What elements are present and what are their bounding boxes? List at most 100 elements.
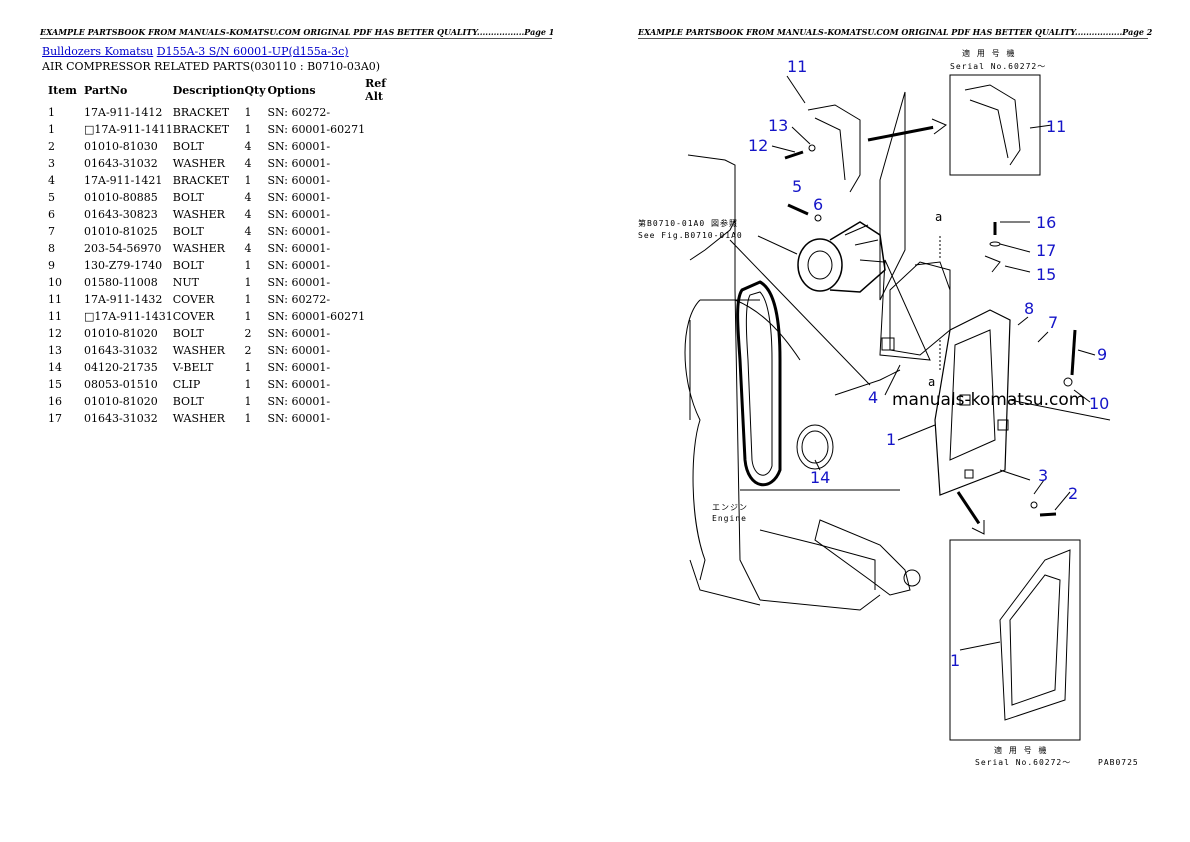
cell-item: 7: [48, 225, 55, 238]
cell-options: SN: 60001-: [267, 327, 331, 340]
cell-item: 13: [48, 344, 62, 357]
callout-11: 11: [787, 57, 808, 76]
arrow-to-top-inset: [867, 124, 941, 142]
page-code: PAB0725: [1098, 758, 1139, 767]
page2-header: EXAMPLE PARTSBOOK FROM MANUALS-KOMATSU.C…: [638, 27, 1153, 39]
cell-description: BRACKET: [172, 106, 230, 119]
cell-description: NUT: [172, 276, 199, 289]
page1-header: EXAMPLE PARTSBOOK FROM MANUALS-KOMATSU.C…: [40, 27, 555, 39]
cell-partno: 01643-31032: [84, 412, 158, 425]
cell-options: SN: 60001-: [267, 361, 331, 374]
cell-partno: 17A-911-1421: [84, 174, 163, 187]
parts-table: Item PartNo Description Qty Options Ref …: [42, 76, 405, 427]
serial-note-bottom: Serial No.60272～: [975, 758, 1072, 767]
cell-qty: 1: [244, 378, 252, 391]
compressor-body: [829, 221, 886, 293]
cell-qty: 4: [244, 157, 252, 170]
cell-item: 15: [48, 378, 62, 391]
cell-qty: 1: [244, 310, 252, 323]
see-fig-leader: [757, 235, 798, 255]
watermark: manuals-komatsu.com: [892, 390, 1086, 410]
cell-item: 17: [48, 412, 62, 425]
cell-options: SN: 60001-: [267, 174, 331, 187]
cell-partno: 17A-911-1412: [84, 106, 163, 119]
inset-cover-box: [949, 74, 1041, 176]
table-row: 17 01643-31032 WASHER 1 SN: 60001-: [42, 410, 405, 427]
cell-partno: 01010-80885: [84, 191, 158, 204]
callout-10: 10: [1089, 394, 1110, 413]
cell-description: WASHER: [172, 208, 225, 221]
cell-options: SN: 60001-: [267, 191, 331, 204]
cell-description: WASHER: [172, 157, 225, 170]
cell-options: SN: 60001-: [267, 242, 331, 255]
cell-qty: 1: [244, 361, 252, 374]
breadcrumb-link-model[interactable]: D155A-3 S/N 60001-UP(d155a-3c): [156, 45, 349, 58]
cell-options: SN: 60001-: [267, 395, 331, 408]
column-header-description: Description: [172, 83, 245, 97]
cell-qty: 1: [244, 395, 252, 408]
cell-partno: 01010-81020: [84, 395, 158, 408]
arrow-to-bottom-inset: [956, 491, 982, 526]
cell-partno: 08053-01510: [84, 378, 158, 391]
callout-6: 6: [813, 195, 824, 214]
cell-qty: 1: [244, 106, 252, 119]
compressor-pulley: [797, 238, 843, 292]
bracket-4-drawing: [889, 261, 951, 356]
cell-description: BRACKET: [172, 174, 230, 187]
callout-1-inset: 1: [950, 651, 961, 670]
cell-item: 3: [48, 157, 55, 170]
column-header-options: Options: [267, 83, 316, 97]
bracket-1-drawing: [934, 309, 1011, 496]
cell-description: WASHER: [172, 242, 225, 255]
column-header-partno: PartNo: [84, 83, 128, 97]
cell-partno: 01643-31032: [84, 157, 158, 170]
cell-item: 14: [48, 361, 62, 374]
cell-qty: 1: [244, 276, 252, 289]
cell-qty: 1: [244, 259, 252, 272]
cell-options: SN: 60001-60271: [267, 123, 366, 136]
callout-3: 3: [1038, 466, 1049, 485]
cell-description: WASHER: [172, 412, 225, 425]
callout-12: 12: [748, 136, 769, 155]
callout-8: 8: [1024, 299, 1035, 318]
cell-options: SN: 60272-: [267, 106, 331, 119]
cell-partno: 01643-30823: [84, 208, 158, 221]
cell-partno: 01010-81020: [84, 327, 158, 340]
cell-item: 12: [48, 327, 62, 340]
cell-options: SN: 60001-: [267, 276, 331, 289]
cell-qty: 1: [244, 412, 252, 425]
cell-options: SN: 60001-: [267, 208, 331, 221]
cell-item: 11: [48, 310, 62, 323]
cell-description: CLIP: [172, 378, 201, 391]
cell-qty: 1: [244, 174, 252, 187]
callout-14: 14: [810, 468, 831, 487]
cell-qty: 4: [244, 242, 252, 255]
cell-item: 9: [48, 259, 55, 272]
cell-description: BOLT: [172, 191, 204, 204]
section-title: AIR COMPRESSOR RELATED PARTS(030110 : B0…: [42, 60, 381, 73]
cell-options: SN: 60001-: [267, 378, 331, 391]
cell-partno: 01010-81025: [84, 225, 158, 238]
cell-description: WASHER: [172, 344, 225, 357]
serial-note-top: Serial No.60272～: [950, 62, 1047, 71]
cell-qty: 2: [244, 344, 252, 357]
breadcrumb-link-category[interactable]: Bulldozers Komatsu: [42, 45, 154, 58]
cell-partno: 17A-911-1432: [84, 293, 163, 306]
cell-options: SN: 60001-: [267, 412, 331, 425]
callout-7: 7: [1048, 313, 1059, 332]
callout-2: 2: [1068, 484, 1079, 503]
